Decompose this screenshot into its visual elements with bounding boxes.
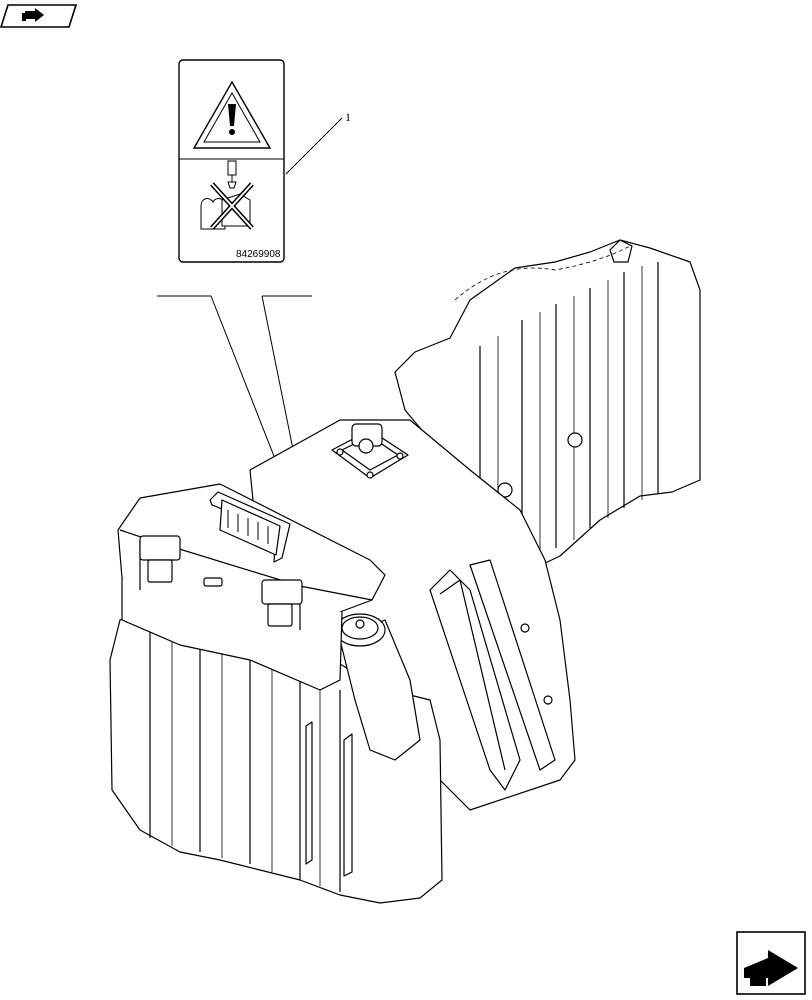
book-arrow-icon[interactable] — [0, 4, 78, 28]
safety-decal: 84269908 — [178, 59, 285, 263]
callout-label: 1 — [345, 110, 351, 124]
next-page-arrow-icon[interactable] — [736, 931, 806, 995]
warning-triangle-icon — [192, 80, 272, 149]
no-lifting-crossed-icon — [200, 160, 254, 230]
fuel-tank-assembly — [109, 239, 701, 904]
callout-leader — [285, 117, 343, 175]
decal-part-number: 84269908 — [236, 249, 281, 260]
